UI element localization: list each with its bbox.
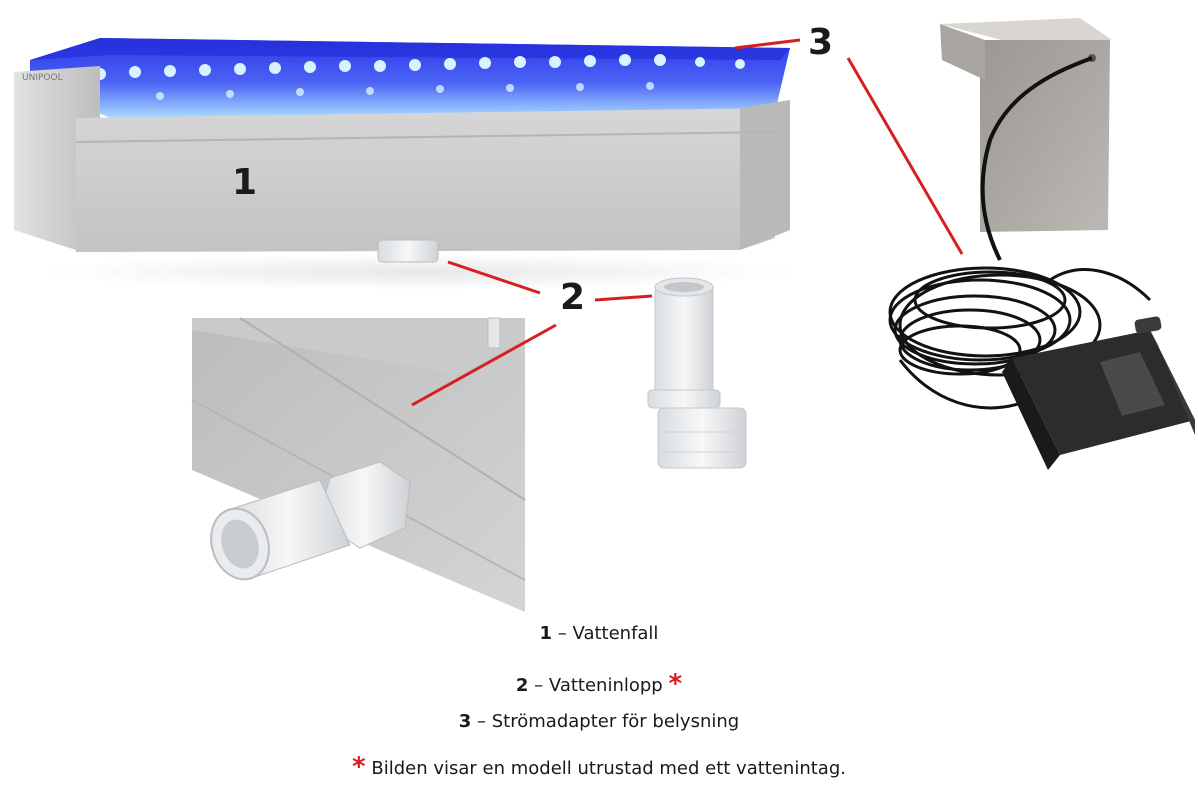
- inlet-stub: [377, 239, 439, 263]
- legend-num-1: 1: [539, 623, 553, 644]
- callout-1: 1: [232, 162, 258, 203]
- hose-adapter: [647, 277, 747, 469]
- brand-mark: UNIPOOL: [22, 73, 63, 83]
- legend-num-3: 3: [458, 711, 472, 732]
- power-adapter: [888, 18, 1195, 470]
- callout-line-2c: [411, 323, 557, 407]
- callout-lines: [411, 38, 964, 407]
- callout-line-3b: [846, 57, 964, 255]
- inlet-closeup: [191, 317, 526, 612]
- legend-text-3: – Strömadapter för belysning: [471, 711, 740, 732]
- footnote-text: Bilden visar en modell utrustad med ett …: [365, 758, 846, 779]
- asterisk-icon: *: [668, 669, 683, 699]
- legend-text-1: – Vattenfall: [552, 623, 659, 644]
- legend-line-2: 2 – Vatteninlopp *: [0, 671, 1198, 703]
- footnote-asterisk-icon: *: [352, 752, 366, 782]
- callout-line-2a: [447, 260, 541, 295]
- legend-text-2: – Vatteninlopp: [528, 675, 663, 696]
- callout-3: 3: [808, 22, 834, 63]
- callout-line-2b: [594, 294, 653, 302]
- front-face: [76, 108, 775, 252]
- footnote: * Bilden visar en modell utrustad med et…: [0, 754, 1198, 786]
- legend-line-1: 1 – Vattenfall: [0, 625, 1198, 643]
- callout-line-3a: [734, 38, 801, 50]
- legend-num-2: 2: [515, 675, 529, 696]
- legend-line-3: 3 – Strömadapter för belysning: [0, 713, 1198, 731]
- callout-2: 2: [560, 277, 586, 318]
- waterfall-unit: [14, 38, 800, 290]
